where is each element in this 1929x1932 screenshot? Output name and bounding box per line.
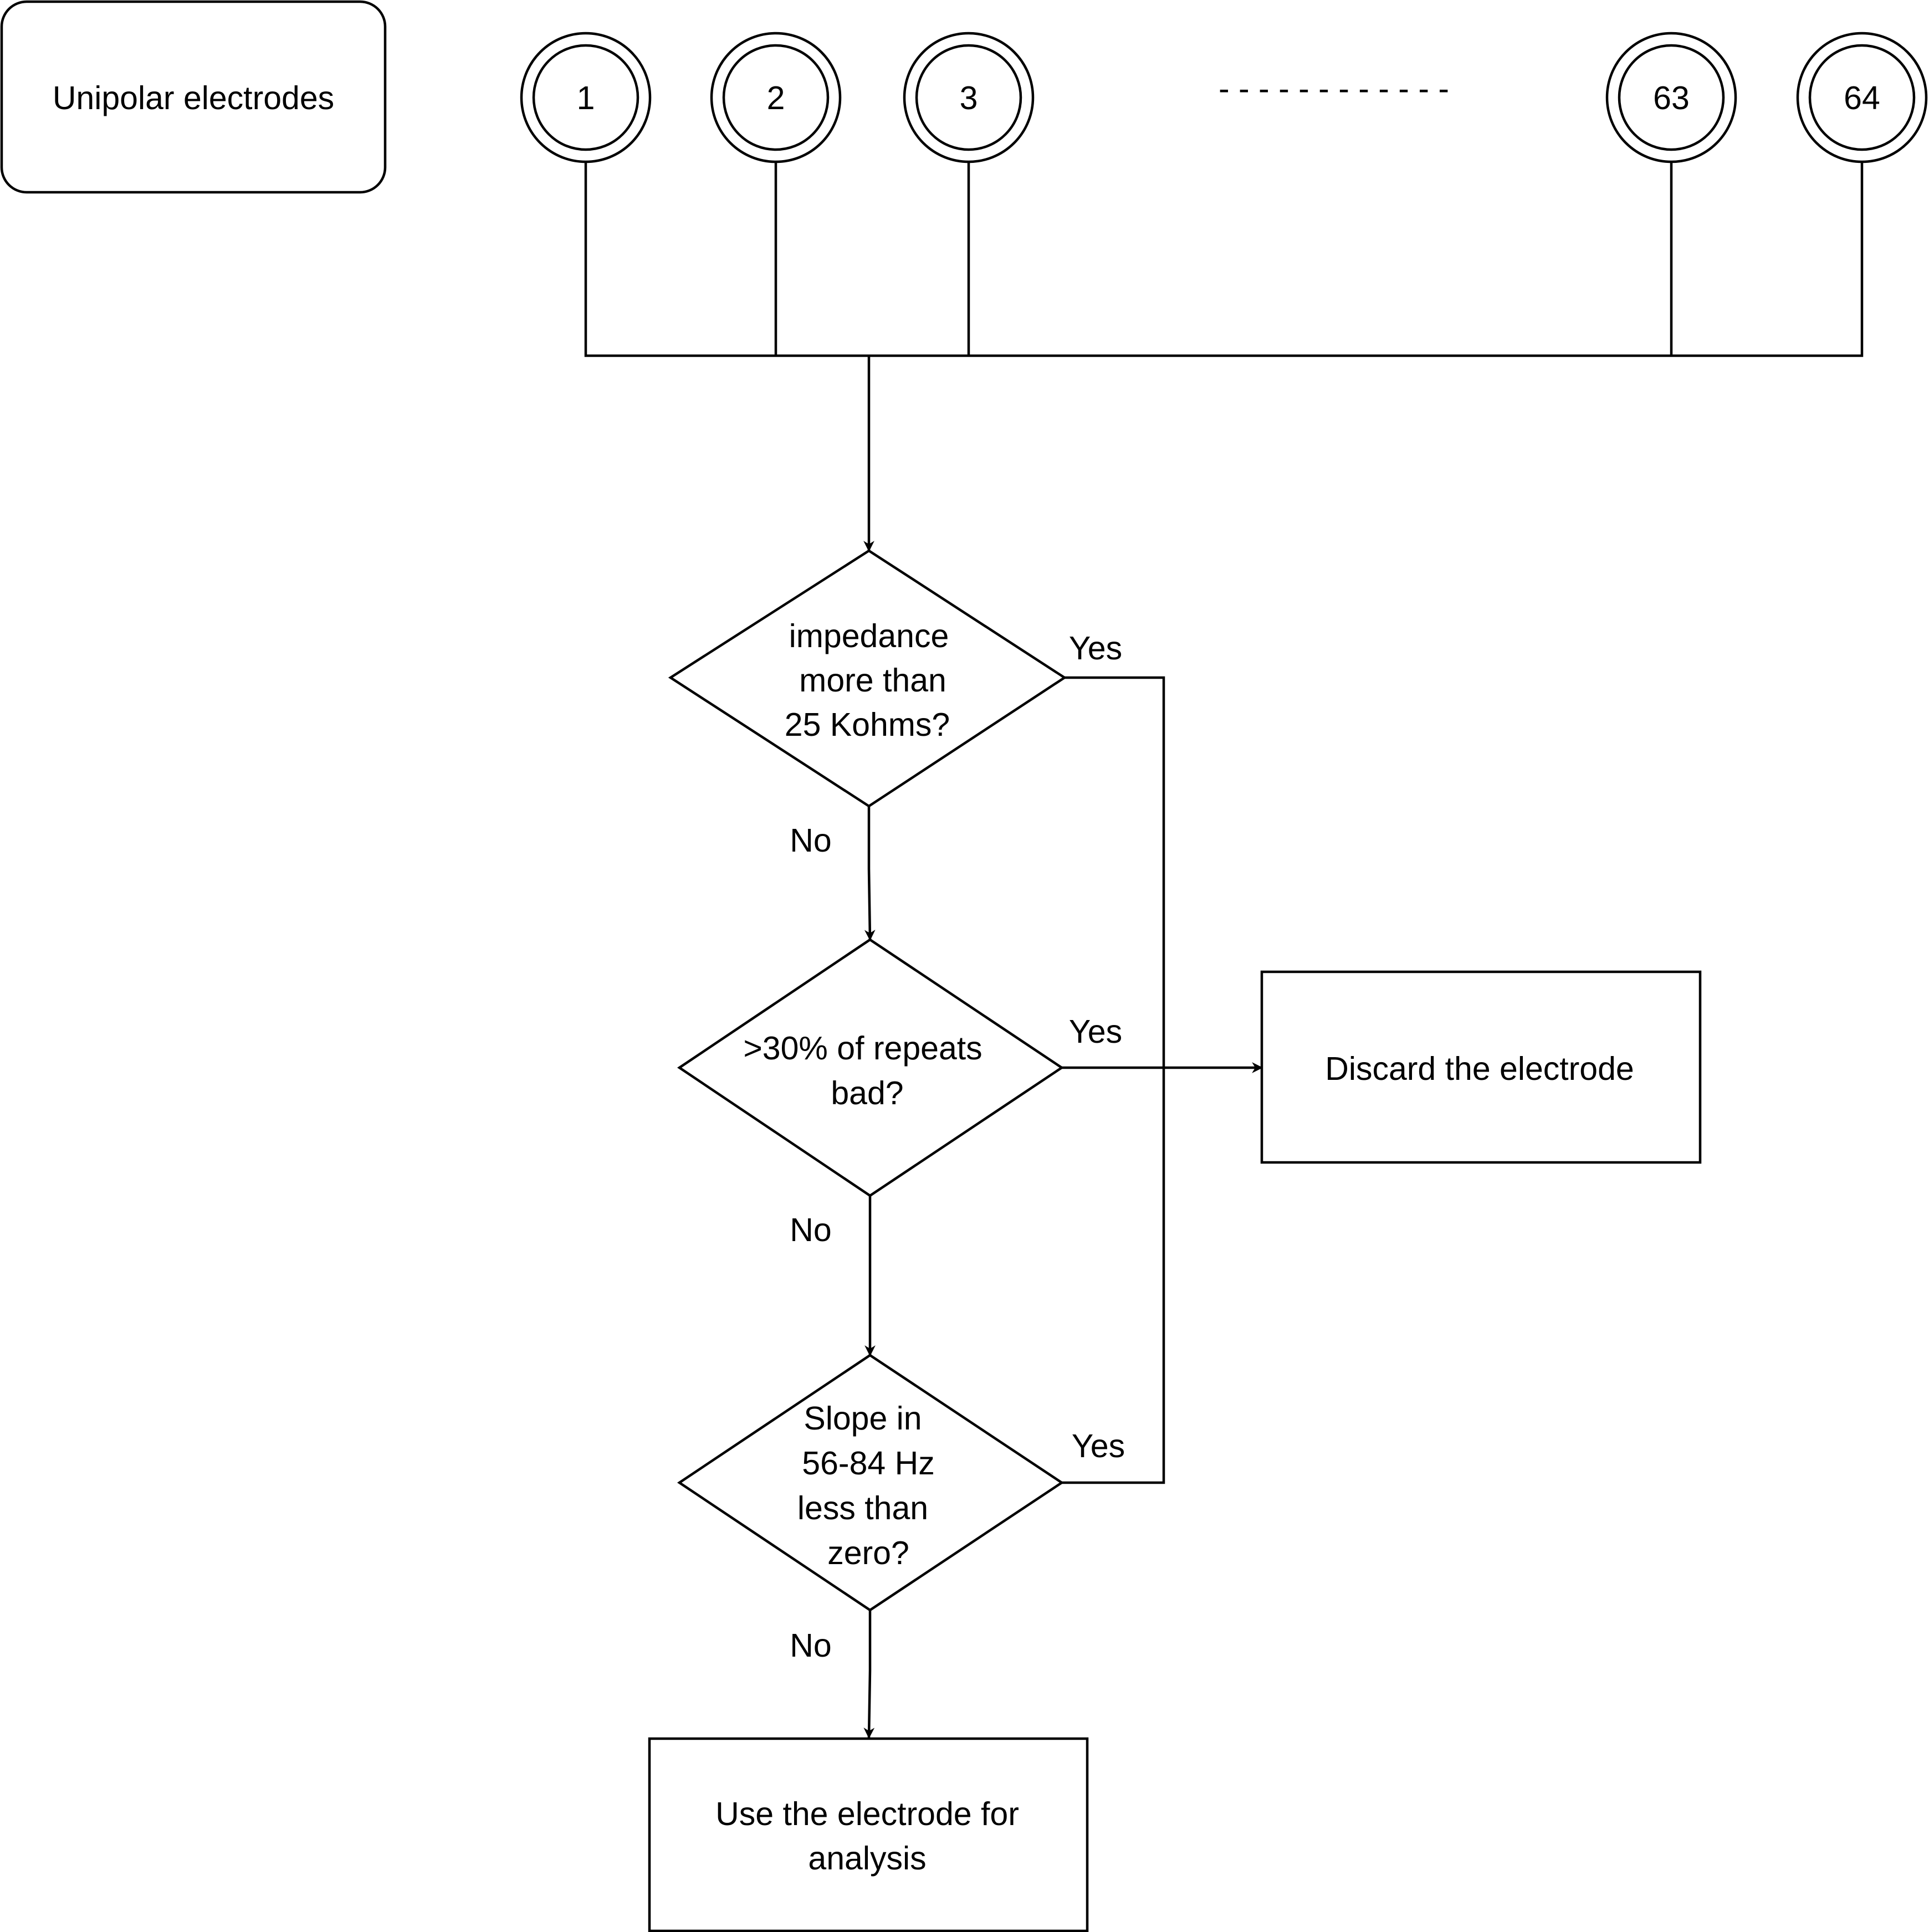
decision-text: zero?	[827, 1535, 909, 1571]
use-label: Use the electrode for	[715, 1796, 1019, 1832]
use-label: analysis	[808, 1840, 926, 1877]
electrode-63: 63	[1605, 32, 1737, 163]
decision-text: less than	[797, 1490, 928, 1526]
start-label: Unipolar electrodes	[53, 80, 334, 116]
yes-label: Yes	[1069, 630, 1122, 667]
start-node: Unipolar electrodes	[0, 0, 387, 194]
yes-label: Yes	[1072, 1428, 1125, 1464]
yes-label: Yes	[1069, 1013, 1122, 1050]
decision-text: 56-84 Hz	[802, 1445, 934, 1482]
electrode-label: 1	[577, 80, 595, 116]
electrode-ellipsis: - - - - - - - - - - - -	[1219, 70, 1449, 107]
electrode-1: 1	[520, 32, 652, 163]
decision-impedance: impedance more than 25 Kohms?	[668, 549, 1067, 808]
no-label: No	[790, 822, 831, 859]
connector-yes-1	[1065, 676, 1165, 1068]
decision-text: Slope in	[804, 1400, 922, 1437]
electrode-bus	[584, 162, 1864, 357]
decision-text: 25 Kohms?	[785, 706, 950, 743]
electrode-3: 3	[903, 32, 1035, 163]
connector-no-1	[864, 806, 876, 941]
electrode-label: 2	[767, 80, 785, 116]
decision-repeats: >30% of repeats bad?	[677, 938, 1065, 1197]
electrode-2: 2	[710, 32, 842, 163]
decision-text: more than	[799, 662, 946, 699]
decision-text: impedance	[789, 618, 949, 654]
use-node: Use the electrode for analysis	[648, 1737, 1089, 1932]
no-label: No	[790, 1212, 831, 1248]
electrode-64: 64	[1796, 32, 1928, 163]
discard-label: Discard the electrode	[1325, 1050, 1634, 1087]
discard-node: Discard the electrode	[1260, 970, 1702, 1164]
electrode-label: 3	[960, 80, 978, 116]
connector-yes-3	[1062, 1068, 1165, 1484]
connector-no-3	[863, 1610, 875, 1739]
decision-slope: Slope in 56-84 Hz less than zero?	[677, 1354, 1065, 1612]
decision-text: bad?	[831, 1075, 903, 1111]
no-label: No	[790, 1627, 831, 1664]
electrode-label: 64	[1844, 80, 1880, 116]
electrode-label: 63	[1653, 80, 1690, 116]
decision-text: >30% of repeats	[743, 1030, 982, 1067]
